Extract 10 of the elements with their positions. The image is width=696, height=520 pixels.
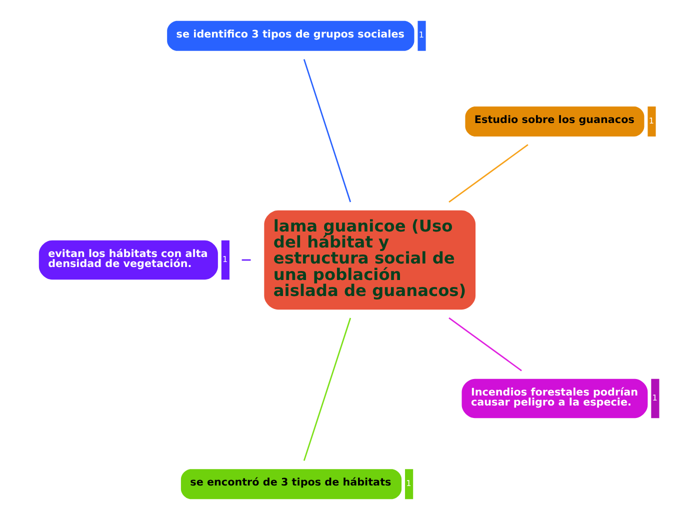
node-label: 1 xyxy=(406,478,411,488)
node-label: 1 xyxy=(222,254,228,264)
node-box: lama guanicoe (Uso del hábitat y estructura social de una población aislada de guanacos) xyxy=(264,210,476,310)
connector xyxy=(302,59,351,202)
node-label: 1 xyxy=(418,30,424,40)
node-label: 1 xyxy=(648,115,654,126)
connector xyxy=(448,317,522,372)
node-label: 1 xyxy=(652,392,657,402)
connector xyxy=(302,318,351,461)
connector xyxy=(448,144,528,203)
